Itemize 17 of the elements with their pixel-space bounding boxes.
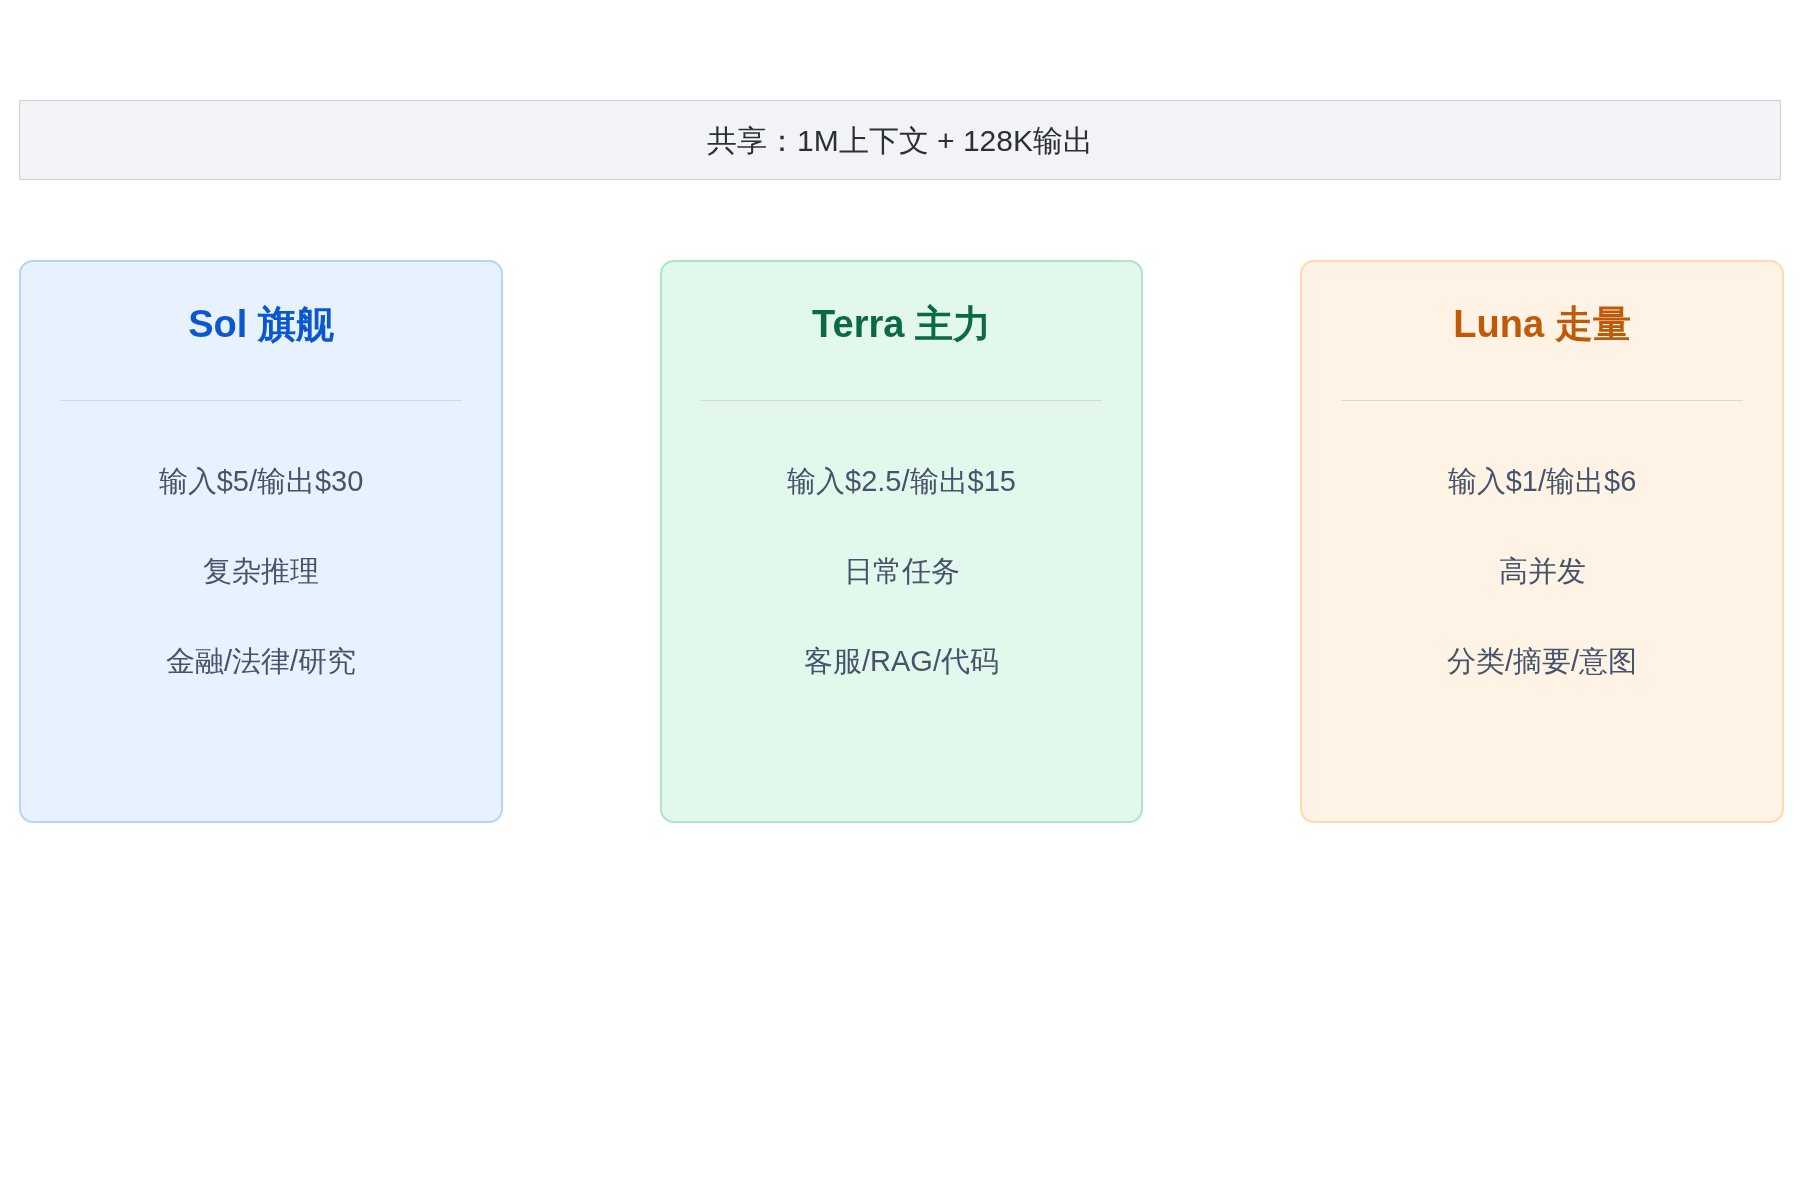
card-text: 输入$5/输出$30 — [158, 463, 364, 499]
card-text: 金融/法律/研究 — [165, 643, 357, 679]
card-text: 日常任务 — [843, 553, 960, 589]
card-title: Terra 主力 — [812, 302, 991, 348]
card-title: Luna 走量 — [1453, 302, 1631, 348]
card — [660, 260, 1143, 823]
card-text: 输入$1/输出$6 — [1447, 463, 1637, 499]
card-text: 高并发 — [1498, 553, 1586, 589]
card-text: 输入$2.5/输出$15 — [787, 463, 1016, 499]
card-text: 复杂推理 — [203, 553, 319, 589]
card-title: Sol 旗舰 — [188, 302, 334, 348]
card-text: 分类/摘要/意图 — [1446, 643, 1638, 679]
banner-text: 共享：1M上下文 + 128K输出 — [707, 123, 1093, 159]
banner — [19, 100, 1781, 180]
card-text: 客服/RAG/代码 — [804, 643, 999, 679]
card — [1300, 260, 1784, 823]
card — [19, 260, 503, 823]
